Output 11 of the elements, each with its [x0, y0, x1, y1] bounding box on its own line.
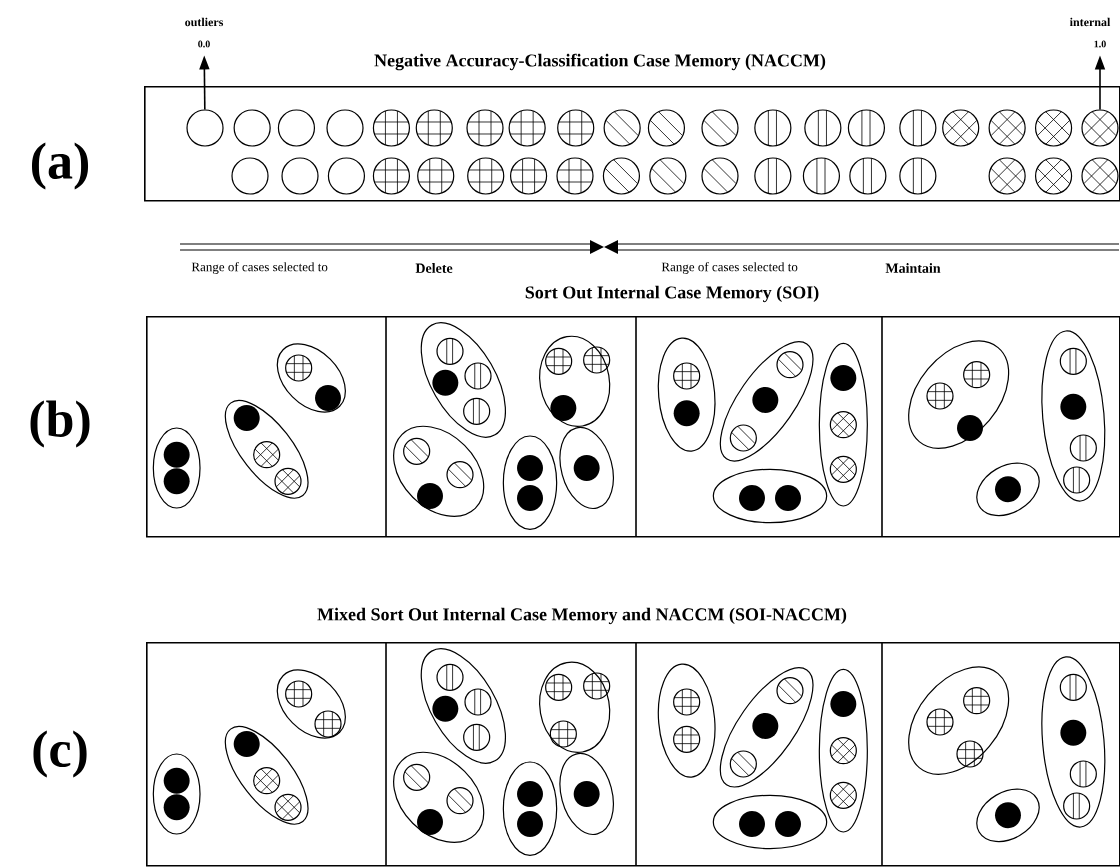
panel-letter: (c)	[33, 730, 87, 778]
panel-letter: (b)	[30, 400, 90, 448]
memory-panel: Sort Out Internal Case Memory (SOI)	[146, 285, 1120, 538]
case-circle	[186, 109, 224, 147]
case-circle	[1081, 109, 1119, 147]
node-label: Negative Accuracy-Classification Case Memory (NACCM)	[374, 53, 826, 71]
memory-panel: Mixed Sort Out Internal Case Memory and NACCM (SOI-NACCM)	[146, 607, 1120, 867]
memory-panel: Negative Accuracy-Classification Case Memory (NACCM)	[144, 53, 1120, 202]
node-label: Mixed Sort Out Internal Case Memory and NACCM (SOI-NACCM)	[317, 607, 847, 625]
panel-letter: (a)	[32, 142, 89, 190]
node-label: Sort Out Internal Case Memory (SOI)	[525, 285, 819, 303]
